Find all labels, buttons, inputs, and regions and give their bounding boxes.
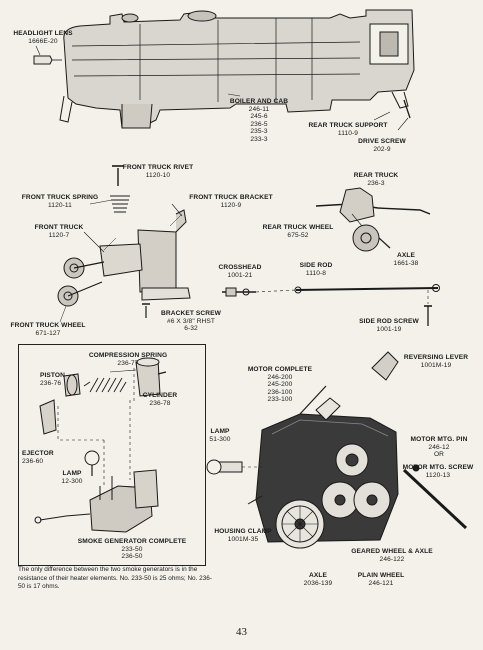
label-boiler-and-cab: BOILER AND CAB 246-11 245-6 236-5 235-3 … — [229, 98, 289, 143]
smoke-generator-drawing — [34, 357, 167, 533]
label-cylinder: CYLINDER 236-78 — [142, 392, 178, 407]
label-rear-truck: REAR TRUCK 236-3 — [353, 172, 399, 187]
label-front-truck: FRONT TRUCK 1120-7 — [34, 224, 84, 239]
label-plain-wheel: PLAIN WHEEL 246-121 — [357, 572, 405, 587]
smoke-generator-footnote: The only difference between the two smok… — [18, 566, 212, 591]
label-rear-truck-wheel: REAR TRUCK WHEEL 675-52 — [262, 224, 334, 239]
page-number: 43 — [236, 626, 247, 638]
label-motor-complete: MOTOR COMPLETE 246-200 245-200 236-100 2… — [247, 366, 313, 404]
label-drive-screw: DRIVE SCREW 202-9 — [358, 138, 406, 153]
label-side-rod: SIDE ROD 1110-8 — [299, 262, 333, 277]
side-rod-drawing — [222, 284, 440, 326]
label-front-truck-rivet: FRONT TRUCK RIVET 1120-10 — [122, 164, 194, 179]
label-front-truck-bracket: FRONT TRUCK BRACKET 1120-9 — [189, 194, 273, 209]
label-lamp-motor: LAMP 51-300 — [209, 428, 231, 443]
boiler-and-cab-drawing — [59, 9, 415, 129]
label-rear-truck-support: REAR TRUCK SUPPORT 1110-9 — [308, 122, 388, 137]
motor-complete-drawing — [206, 351, 468, 549]
label-smoke-generator-complete: SMOKE GENERATOR COMPLETE 233-50 236-50 — [77, 538, 187, 561]
label-front-truck-spring: FRONT TRUCK SPRING 1120-11 — [21, 194, 99, 209]
label-ejector: EJECTOR 236-60 — [22, 450, 54, 465]
headlight-lens-drawing — [33, 45, 62, 65]
label-side-rod-screw: SIDE ROD SCREW 1001-19 — [359, 318, 419, 333]
label-compression-spring: COMPRESSION SPRING 236-77 — [88, 352, 168, 367]
label-headlight-lens: HEADLIGHT LENS 1666E-20 — [13, 30, 73, 45]
label-lamp-smoke: LAMP 12-300 — [61, 470, 83, 485]
label-axle-motor: AXLE 2036-139 — [303, 572, 333, 587]
label-crosshead: CROSSHEAD 1001-21 — [218, 264, 262, 279]
label-housing-clamp: HOUSING CLAMP 1001M-35 — [214, 528, 272, 543]
smoke-generator-inset-border — [18, 344, 206, 566]
label-reversing-lever: REVERSING LEVER 1001M-19 — [403, 354, 469, 369]
label-piston: PISTON 236-76 — [40, 372, 66, 387]
label-axle-rear: AXLE 1661-38 — [393, 252, 419, 267]
label-motor-mtg-screw: MOTOR MTG. SCREW 1120-13 — [402, 464, 474, 479]
label-geared-wheel-axle: GEARED WHEEL & AXLE 246-122 — [351, 548, 433, 563]
rear-truck-drawing — [315, 187, 431, 252]
label-motor-mtg-pin: MOTOR MTG. PIN 246-12 OR — [410, 436, 468, 459]
label-bracket-screw: BRACKET SCREW #6 X 3/8" RHST 6-32 — [161, 310, 221, 333]
label-front-truck-wheel: FRONT TRUCK WHEEL 671-127 — [10, 322, 86, 337]
front-truck-drawing — [57, 165, 191, 318]
